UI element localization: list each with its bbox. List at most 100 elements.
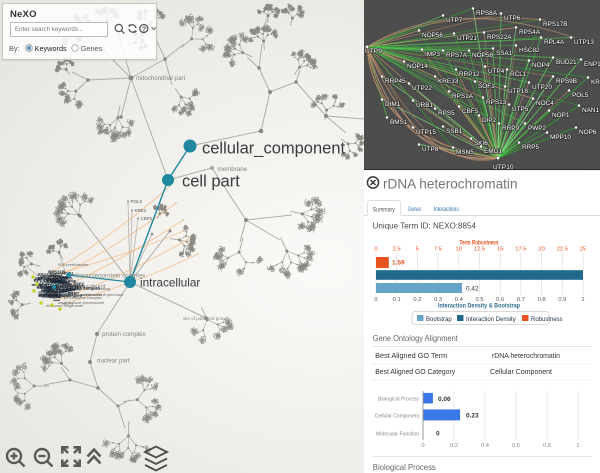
svg-text:RENT complex: RENT complex: [71, 286, 101, 291]
svg-text:KRE2: KRE2: [135, 208, 147, 213]
svg-text:NOP58: NOP58: [472, 52, 493, 59]
svg-text:0.1: 0.1: [393, 297, 401, 303]
svg-text:RPL4A: RPL4A: [544, 39, 565, 46]
svg-text:RPS7A: RPS7A: [446, 52, 468, 59]
svg-text:EMG1: EMG1: [484, 148, 503, 155]
svg-text:MAK16: MAK16: [36, 281, 51, 286]
svg-text:Biological Process: Biological Process: [378, 397, 419, 403]
svg-text:ENP1: ENP1: [584, 61, 600, 68]
svg-text:RPS1A: RPS1A: [452, 93, 474, 100]
svg-text:SSB1: SSB1: [446, 128, 463, 135]
svg-text:UTP4: UTP4: [488, 68, 505, 75]
svg-text:Biological Process: Biological Process: [373, 462, 436, 472]
svg-text:0.4: 0.4: [481, 443, 490, 449]
svg-text:0: 0: [374, 247, 377, 253]
svg-text:KRE33: KRE33: [438, 78, 459, 85]
svg-text:0.42: 0.42: [466, 286, 479, 293]
svg-text:UTP8: UTP8: [422, 146, 439, 153]
svg-text:snoRNA: snoRNA: [60, 291, 76, 296]
svg-text:NOP14: NOP14: [407, 63, 428, 70]
svg-text:BRX1: BRX1: [38, 272, 50, 277]
svg-text:UTP7: UTP7: [446, 17, 463, 24]
svg-text:1: 1: [581, 297, 584, 303]
svg-text:NOG1: NOG1: [48, 275, 62, 280]
svg-text:0: 0: [421, 443, 424, 449]
svg-text:UTP9: UTP9: [365, 48, 382, 55]
svg-text:RCL1: RCL1: [510, 71, 527, 78]
svg-text:BUD21: BUD21: [556, 59, 577, 66]
svg-text:RRP12: RRP12: [60, 285, 74, 290]
svg-text:NOP7: NOP7: [43, 274, 56, 279]
svg-text:RPS13: RPS13: [486, 99, 507, 106]
svg-text:Interactions: Interactions: [434, 206, 460, 213]
svg-text:Unique Term ID: NEXO:8854: Unique Term ID: NEXO:8854: [373, 221, 477, 231]
svg-text:NOP56: NOP56: [422, 32, 443, 39]
svg-text:0: 0: [374, 297, 377, 303]
svg-text:UTP21: UTP21: [44, 286, 59, 291]
svg-text:NOP4: NOP4: [62, 301, 74, 306]
svg-text:0.2: 0.2: [413, 297, 421, 303]
svg-text:Best Aligned GO Term: Best Aligned GO Term: [375, 353, 447, 360]
svg-text:nuclear part: nuclear part: [97, 358, 130, 365]
svg-text:?: ?: [142, 26, 146, 33]
svg-text:RPS11B: RPS11B: [44, 286, 59, 291]
svg-text:intracellular: intracellular: [140, 276, 200, 290]
svg-text:NAN1: NAN1: [582, 107, 599, 114]
svg-text:Gene Ontology Alignment: Gene Ontology Alignment: [373, 333, 459, 343]
svg-text:UTP6: UTP6: [504, 15, 521, 22]
svg-text:RPS1A: RPS1A: [48, 270, 61, 275]
svg-text:UTP7: UTP7: [68, 291, 80, 296]
svg-text:Summary: Summary: [373, 207, 396, 214]
svg-text:POL5: POL5: [572, 92, 589, 99]
svg-text:25: 25: [580, 247, 586, 253]
svg-text:NOP1: NOP1: [552, 112, 570, 119]
svg-text:1: 1: [576, 443, 579, 449]
svg-text:RPL4A: RPL4A: [34, 278, 50, 283]
svg-text:UTP10: UTP10: [493, 164, 514, 170]
svg-text:rDNA heterochromatin: rDNA heterochromatin: [383, 177, 518, 192]
svg-text:RPS5: RPS5: [438, 110, 455, 117]
svg-text:0: 0: [436, 431, 440, 438]
svg-text:0.2: 0.2: [450, 443, 458, 449]
svg-text:RRP9: RRP9: [502, 125, 519, 132]
svg-text:SOF1: SOF1: [478, 83, 495, 90]
svg-text:Cellular Component: Cellular Component: [375, 414, 419, 420]
svg-text:CBF5: CBF5: [462, 108, 479, 115]
svg-text:60S ribosomal subunit precurso: 60S ribosomal subunit precursor: [66, 292, 124, 297]
svg-text:UTP20: UTP20: [532, 84, 552, 91]
svg-text:SSF1: SSF1: [74, 282, 85, 287]
svg-text:cell part: cell part: [182, 173, 240, 191]
svg-text:ribosome: ribosome: [58, 279, 77, 284]
svg-text:ribonucleoprotein complex: ribonucleoprotein complex: [73, 273, 146, 280]
svg-text:NOP7: NOP7: [60, 276, 73, 281]
svg-text:0.8: 0.8: [538, 297, 546, 303]
svg-text:RPS22A: RPS22A: [487, 34, 512, 41]
svg-text:RPF2: RPF2: [56, 285, 67, 290]
svg-text:NOC complex: NOC complex: [56, 293, 83, 298]
svg-text:EBP2: EBP2: [50, 278, 63, 284]
svg-text:RPS11B: RPS11B: [48, 270, 65, 275]
svg-text:UTP18: UTP18: [508, 88, 528, 95]
svg-text:PWP2: PWP2: [528, 125, 547, 132]
svg-text:17.5: 17.5: [515, 247, 526, 253]
svg-text:0.9: 0.9: [558, 297, 566, 303]
svg-text:90S preribosome: 90S preribosome: [58, 262, 89, 267]
svg-text:IMP3: IMP3: [425, 51, 440, 58]
svg-text:RPS17B: RPS17B: [543, 21, 568, 28]
svg-text:POL5: POL5: [131, 199, 143, 204]
svg-text:KRE: KRE: [591, 79, 600, 86]
svg-text:protein complex: protein complex: [102, 331, 147, 338]
svg-text:RRP1: RRP1: [37, 276, 50, 281]
svg-text:UTP7: UTP7: [56, 288, 67, 293]
svg-text:7.5: 7.5: [434, 247, 442, 253]
svg-text:EBP2: EBP2: [35, 276, 46, 281]
svg-text:MSN5: MSN5: [456, 149, 474, 156]
svg-text:UTP21: UTP21: [46, 278, 60, 283]
svg-text:snoRNA binding: snoRNA binding: [44, 276, 73, 281]
svg-text:5: 5: [416, 247, 419, 253]
svg-text:EBP2: EBP2: [74, 284, 86, 289]
svg-text:10: 10: [456, 247, 462, 253]
svg-text:RRP5: RRP5: [522, 144, 539, 151]
svg-text:Cellular Component: Cellular Component: [490, 369, 552, 376]
svg-text:1.59: 1.59: [392, 260, 405, 267]
